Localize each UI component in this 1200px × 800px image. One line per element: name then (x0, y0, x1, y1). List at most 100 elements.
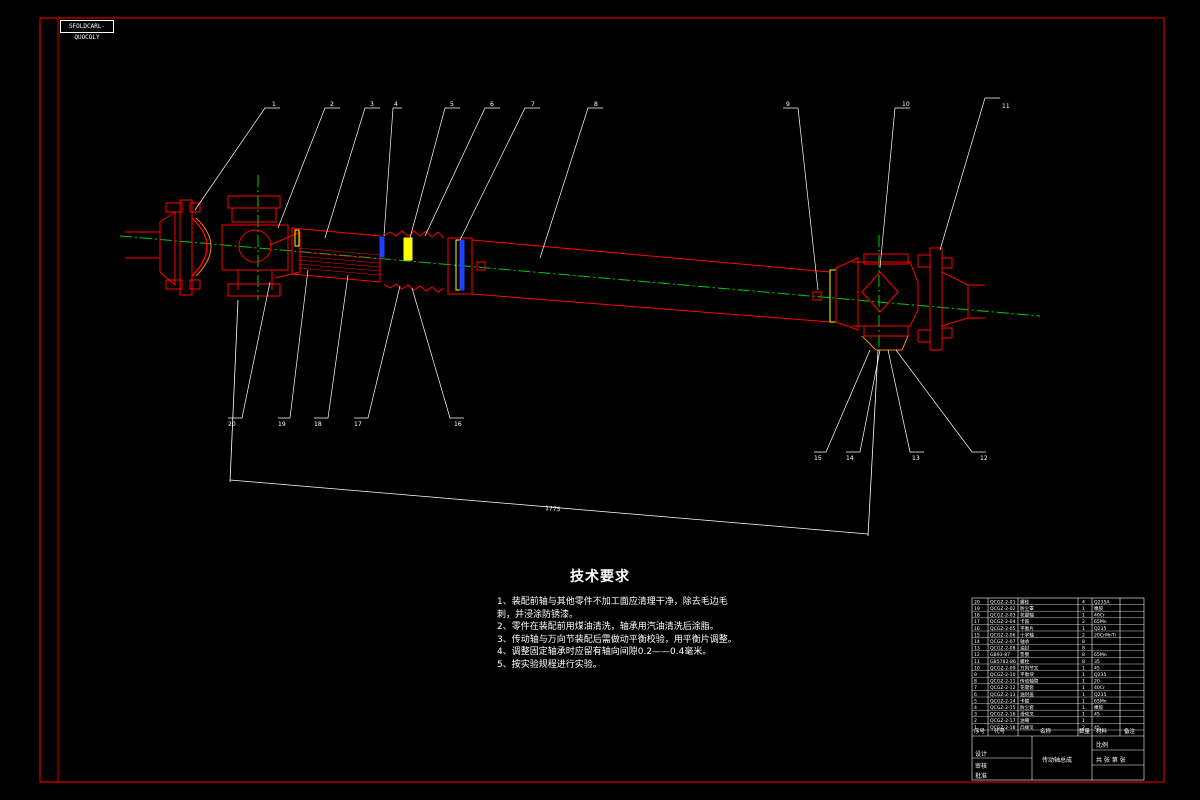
requirements-title: 技术要求 (570, 569, 630, 585)
checker-label: 审核 (975, 762, 987, 770)
balloon-5: 5 (450, 101, 454, 108)
bom-header-name: 名称 (1040, 727, 1052, 735)
bom-cell-name: 花键套 (1020, 684, 1034, 691)
bom-cell-code: GB93-87 (990, 652, 1010, 658)
bom-cell-no: 18 (974, 613, 980, 619)
bom-cell-qty: 1 (1082, 665, 1085, 671)
bom-cell-name: 万向节叉 (1020, 664, 1039, 671)
requirement-item: 1、装配前轴与其他零件不加工面应清理干净，除去毛边毛刺，并浸涂防锈漆。 (497, 597, 728, 620)
requirement-item: 2、零件在装配前用煤油清洗，轴承用汽油清洗后涂脂。 (497, 622, 719, 633)
drawing-name: 传动轴总成 (1042, 756, 1072, 764)
balloon-8: 8 (594, 101, 598, 108)
bom-cell-no: 5 (974, 698, 977, 704)
bom-cell-no: 4 (974, 705, 977, 711)
designer-label: 设计 (975, 750, 987, 758)
bom-cell-name: 垫圈 (1020, 651, 1030, 658)
balloon-17: 17 (354, 421, 362, 428)
balloon-19: 19 (278, 421, 286, 428)
requirement-item: 3、传动轴与万向节装配后需做动平衡校验，用平衡片调整。 (497, 634, 737, 645)
bom-cell-code: QCGZ-2-02 (990, 606, 1016, 612)
dust-boot (379, 230, 473, 295)
bom-cell-code: QCGZ-2-10 (990, 672, 1016, 678)
bom-cell-material: 65Mn (1094, 698, 1107, 704)
bom-cell-no: 12 (974, 652, 980, 658)
bom-cell-name: 传动轴管 (1020, 678, 1039, 685)
bom-cell-qty: 1 (1082, 692, 1085, 698)
bom-cell-name: 平衡块 (1020, 671, 1034, 678)
bom-cell-material: Q235 (1094, 626, 1106, 632)
bom-cell-name: 平衡片 (1020, 625, 1034, 632)
bom-cell-name: 油嘴 (1020, 717, 1030, 724)
bom-cell-material: 35 (1094, 659, 1100, 665)
inner-border (57, 17, 1165, 783)
bom-cell-code: QCGZ-2-07 (990, 639, 1016, 645)
bom-cell-name: 防尘罩 (1020, 605, 1034, 612)
title-block: 传动轴总成 比例 共 张 第 张 设计 审核 批准 (975, 741, 1126, 780)
balloon-11: 11 (1002, 103, 1010, 110)
bom-cell-material: Q235 (1094, 692, 1106, 698)
bom-cell-code: QCGZ-2-11 (990, 679, 1016, 685)
bom-cell-no: 6 (974, 692, 977, 698)
bom-cell-qty: 8 (1082, 646, 1085, 652)
right-universal-joint (835, 247, 985, 351)
bom-cell-no: 15 (974, 632, 980, 638)
balloon-7: 7 (531, 101, 535, 108)
requirement-item: 4、调整固定轴承时应留有轴向间隙0.2——0.4毫米。 (497, 647, 712, 658)
bom-cell-name: 防尘套 (1020, 704, 1034, 711)
bom-cell-code: QCGZ-2-15 (990, 705, 1016, 711)
sheet-stamp: SFOLDCARL-QUOCOLY (60, 20, 114, 41)
bom-cell-qty: 1 (1082, 718, 1085, 724)
bom-cell-material: 40Cr (1094, 685, 1105, 691)
bom-cell-qty: 1 (1082, 712, 1085, 718)
left-universal-joint (221, 195, 301, 297)
bom-cell-code: QCGZ-2-17 (990, 718, 1016, 724)
bom-cell-no: 16 (974, 626, 980, 632)
leaders-top (194, 97, 1000, 291)
bom-cell-name: 螺栓 (1020, 598, 1030, 605)
bom-cell-code: QCGZ-2-16 (990, 712, 1016, 718)
bom-cell-name: 螺栓 (1020, 658, 1030, 665)
bom-cell-name: 花键轴 (1020, 612, 1034, 619)
scale-label: 比例 (1096, 741, 1108, 749)
bom-cell-material: 40Cr (1094, 613, 1105, 619)
bom-cell-qty: 2 (1082, 619, 1085, 625)
bom-cell-material: Q235 (1094, 672, 1106, 678)
bom-cell-code: QCGZ-2-13 (990, 692, 1016, 698)
balloon-3: 3 (370, 101, 374, 108)
bom-cell-code: GB5782-86 (990, 659, 1016, 665)
bom-cell-no: 8 (974, 679, 977, 685)
dimension-overall (229, 299, 879, 537)
bom-cell-qty: 1 (1082, 626, 1085, 632)
bom-cell-code: QCGZ-2-18 (990, 725, 1016, 731)
bom-cell-no: 1 (974, 725, 977, 731)
bom-cell-name: 轴承 (1020, 638, 1030, 645)
bom-cell-qty: 1 (1082, 606, 1085, 612)
bom-cell-no: 13 (974, 646, 980, 652)
balloon-16: 16 (454, 421, 462, 428)
bom-cell-material: 橡胶 (1094, 704, 1104, 711)
bom-cell-no: 11 (974, 659, 980, 665)
bom-cell-no: 20 (974, 599, 980, 605)
bom-header: 序号 代号 名称 数量 材料 备注 (974, 727, 1136, 735)
bom-cell-name: 油封 (1020, 645, 1030, 652)
requirements-list: 1、装配前轴与其他零件不加工面应清理干净，除去毛边毛刺，并浸涂防锈漆。 2、零件… (497, 596, 742, 672)
balloon-10: 10 (902, 101, 910, 108)
leaders-bottom (228, 269, 986, 453)
bom-cell-no: 7 (974, 685, 977, 691)
balloon-15: 15 (814, 455, 822, 462)
bom-cell-code: QCGZ-2-08 (990, 646, 1016, 652)
bom-cell-material: 橡胶 (1094, 605, 1104, 612)
bom-cell-qty: 8 (1082, 652, 1085, 658)
balloon-20: 20 (228, 421, 236, 428)
approver-label: 批准 (975, 772, 987, 780)
bom-cell-material: 65Mn (1094, 652, 1107, 658)
bom-cell-code: QCGZ-2-05 (990, 626, 1016, 632)
bom-cell-code: QCGZ-2-14 (990, 698, 1016, 704)
balloon-13: 13 (912, 455, 920, 462)
balloon-2: 2 (330, 101, 334, 108)
bom-cell-qty: 1 (1082, 685, 1085, 691)
bom-header-no: 序号 (974, 727, 986, 735)
balloon-12: 12 (980, 455, 988, 462)
bom-cell-name: 卡箍 (1020, 618, 1030, 625)
bom-header-code: 代号 (994, 727, 1006, 735)
